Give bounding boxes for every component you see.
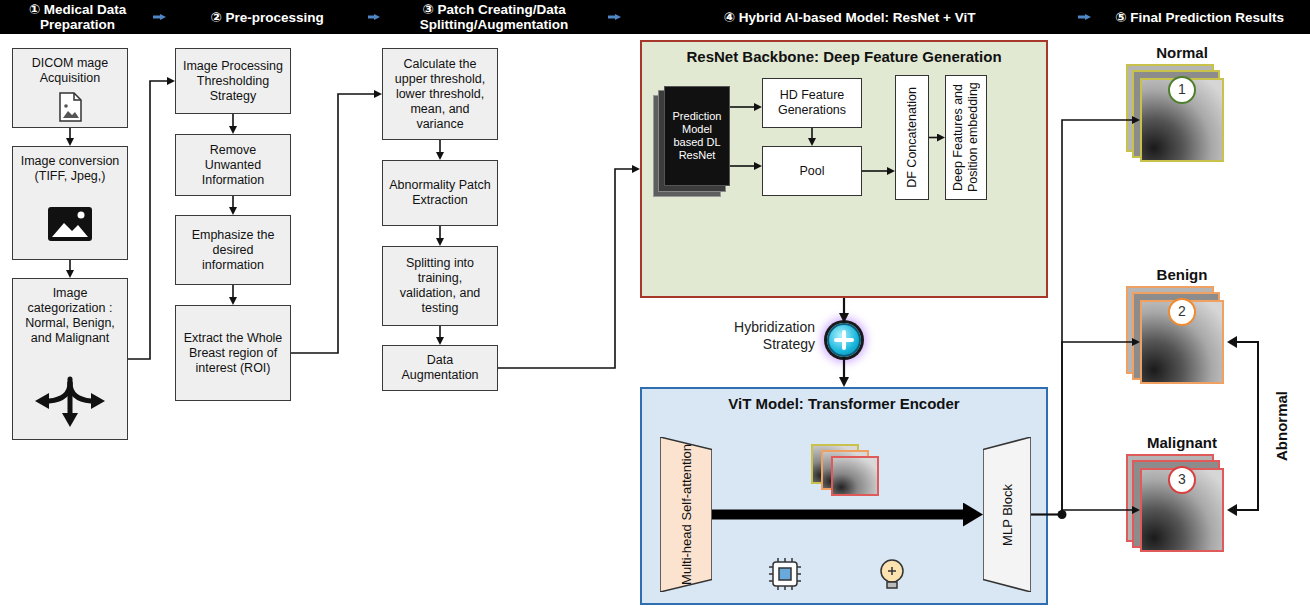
connector — [712, 510, 963, 520]
group-label: Abnormal — [1270, 336, 1294, 516]
process-box: Image Processing Thresholding Strategy — [175, 48, 291, 114]
connector — [291, 94, 374, 353]
model-stack: Prediction Model based DL ResNet — [664, 86, 730, 186]
stage-header: ⑤ Final Prediction Results — [1091, 0, 1308, 34]
box-label: ④ Hybrid AI-based Model: ResNet + ViT — [724, 10, 976, 25]
process-box: Image conversion (TIFF, Jpeg,) — [12, 146, 128, 260]
process-box: Extract the Whole Breast region of inter… — [175, 305, 291, 401]
box-label: MLP Block — [1000, 484, 1015, 546]
junction-dot — [1058, 510, 1067, 519]
connector — [368, 16, 374, 19]
connector — [439, 326, 441, 337]
header-bar — [0, 0, 1310, 34]
box-label: Deep Features and Position embedding — [951, 80, 981, 195]
connector — [153, 16, 160, 19]
box-label: DICOM mage Acquisition — [19, 56, 121, 86]
process-box: Abnormality Patch Extraction — [382, 160, 498, 226]
connector — [1031, 510, 1132, 515]
panel-title: ViT Model: Transformer Encoder — [642, 389, 1046, 413]
box-label: ⑤ Final Prediction Results — [1115, 10, 1284, 25]
stage-header: ③ Patch Creating/Data Splitting/Augmenta… — [380, 0, 608, 34]
box-label: Prediction Model based DL ResNet — [668, 110, 726, 162]
box-label: Multi-head Self-attention — [679, 444, 694, 585]
connector — [232, 114, 234, 126]
feature-box: Pool — [762, 146, 862, 196]
connector — [608, 16, 615, 19]
stage-header: ② Pre-processing — [166, 0, 368, 34]
feature-box: DF Concatenation — [895, 75, 929, 200]
box-label: Image categorization : Normal, Benign, a… — [19, 286, 121, 346]
connector — [730, 165, 754, 167]
box-label: Extract the Whole Breast region of inter… — [182, 331, 284, 376]
connector — [232, 196, 234, 207]
feature-box: HD Feature Generations — [762, 78, 862, 128]
callout-number: 1 — [1168, 76, 1196, 104]
result-image-stack: Normal1 — [1140, 78, 1224, 162]
process-box: Calculate the upper threshold, lower thr… — [382, 48, 498, 140]
connector — [730, 106, 754, 108]
result-image-stack: Benign2 — [1140, 300, 1224, 384]
box-label: Remove Unwanted Information — [182, 143, 284, 188]
box-label: Emphasize the desired information — [182, 228, 284, 273]
fusion-icon: Hybridization Strategy — [827, 323, 861, 357]
stage-header: ④ Hybrid AI-based Model: ResNet + ViT — [621, 0, 1078, 34]
box-label: Calculate the upper threshold, lower thr… — [389, 57, 491, 132]
connector — [862, 170, 887, 172]
process-box: Image categorization : Normal, Benign, a… — [12, 278, 128, 440]
box-label: Image Processing Thresholding Strategy — [182, 59, 284, 104]
feature-box: Deep Features and Position embedding — [945, 75, 987, 200]
model-panel: ViT Model: Transformer Encoder Multi-hea… — [640, 387, 1048, 605]
connector — [1031, 120, 1132, 515]
box-label: DF Concatenation — [905, 87, 920, 188]
connector — [128, 81, 167, 359]
connector — [1078, 16, 1085, 19]
connector — [69, 128, 71, 138]
encoder-block: MLP Block — [983, 437, 1031, 592]
box-label: Abnormality Patch Extraction — [389, 178, 491, 208]
process-box: Splitting into training, validation, and… — [382, 246, 498, 326]
abnormal-bracket — [1227, 336, 1258, 516]
stage-header: ① Medical Data Preparation — [2, 0, 153, 34]
encoder-block: Multi-head Self-attention — [660, 437, 712, 592]
fusion-label: Hybridization Strategy — [703, 319, 815, 353]
connector — [843, 357, 845, 377]
callout-number: 2 — [1168, 298, 1196, 326]
connector — [232, 285, 234, 297]
plus-icon — [829, 325, 859, 355]
connector — [69, 260, 71, 270]
box-label: HD Feature Generations — [767, 88, 857, 118]
box-label: Pool — [799, 164, 824, 179]
process-box: Data Augmentation — [382, 345, 498, 391]
box-label: ② Pre-processing — [210, 10, 323, 25]
connector — [843, 298, 845, 313]
class-label: Normal — [1122, 44, 1242, 62]
connector — [498, 169, 632, 368]
process-box: Remove Unwanted Information — [175, 134, 291, 196]
callout-number: 3 — [1168, 466, 1196, 494]
model-panel: ResNet Backbone: Deep Feature Generation… — [640, 40, 1048, 298]
connector — [439, 226, 441, 238]
box-label: ① Medical Data Preparation — [5, 2, 150, 32]
panel-title: ResNet Backbone: Deep Feature Generation — [642, 42, 1046, 66]
connector — [929, 137, 937, 139]
class-label: Malignant — [1122, 434, 1242, 452]
process-box: DICOM mage Acquisition — [12, 48, 128, 128]
process-box: Emphasize the desired information — [175, 215, 291, 285]
connector — [811, 128, 813, 138]
connector — [1031, 342, 1132, 515]
box-label: Data Augmentation — [389, 353, 491, 383]
box-label: Splitting into training, validation, and… — [389, 256, 491, 316]
result-image-stack: Malignant3 — [1140, 468, 1224, 552]
box-label: ③ Patch Creating/Data Splitting/Augmenta… — [383, 2, 605, 32]
class-label: Benign — [1122, 266, 1242, 284]
connector — [439, 140, 441, 152]
box-label: Image conversion (TIFF, Jpeg,) — [19, 154, 121, 184]
